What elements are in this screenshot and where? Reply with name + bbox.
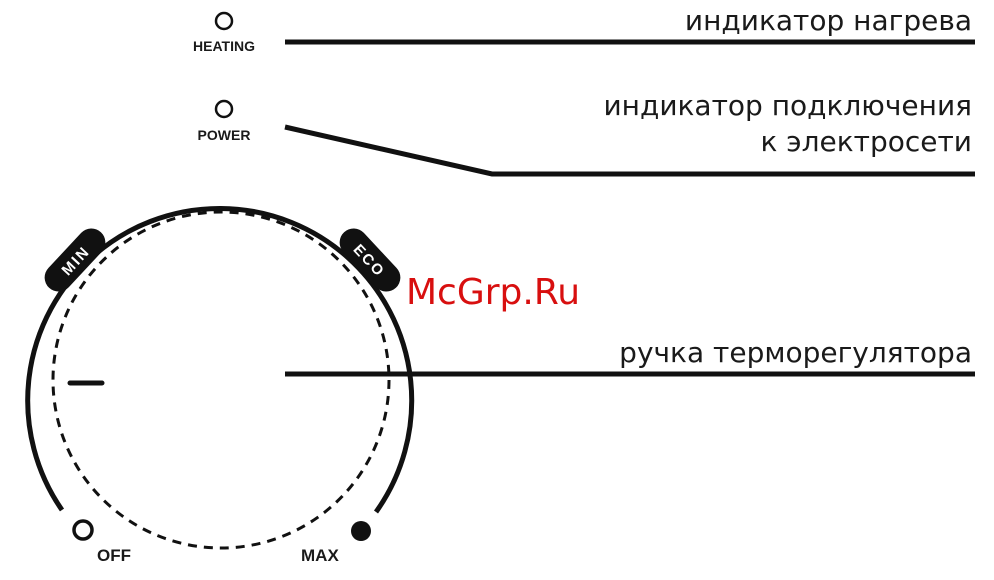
- power-indicator-code: POWER: [198, 127, 251, 143]
- min-badge: MIN: [39, 223, 111, 298]
- off-marker-icon: [74, 521, 92, 539]
- eco-badge: ECO: [334, 223, 406, 298]
- heating-indicator-code: HEATING: [193, 38, 255, 54]
- power-indicator-description-line1: индикатор подключения: [603, 89, 972, 122]
- heating-indicator-description: индикатор нагрева: [685, 4, 972, 37]
- knob-description: ручка терморегулятора: [619, 336, 972, 369]
- power-indicator-lamp: [216, 101, 232, 117]
- off-label: OFF: [97, 546, 131, 565]
- heating-indicator-lamp: [216, 13, 232, 29]
- max-label: MAX: [301, 546, 339, 565]
- watermark-text: McGrp.Ru: [406, 272, 580, 313]
- thermostat-knob: MIN ECO OFF MAX: [28, 208, 412, 565]
- power-indicator-description-line2: к электросети: [760, 125, 972, 158]
- knob-inner-dashed-circle: [53, 212, 389, 548]
- max-marker-icon: [351, 521, 371, 541]
